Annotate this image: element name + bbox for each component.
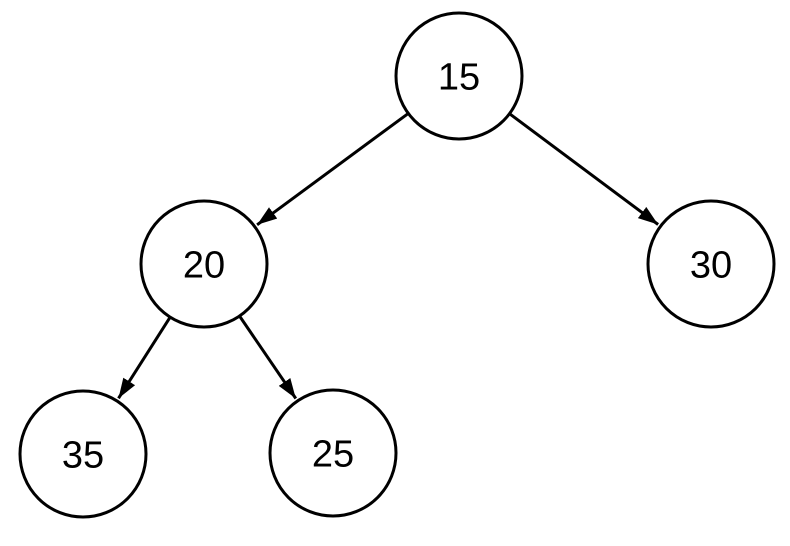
tree-node-20: 20: [139, 199, 269, 329]
tree-node-circle-30: [646, 199, 776, 329]
tree-node-label-20: 20: [183, 245, 225, 287]
tree-node-label-30: 30: [690, 245, 732, 287]
tree-node-circle-15: [394, 11, 524, 141]
edges-layer: [117, 112, 659, 400]
tree-node-label-15: 15: [438, 57, 480, 99]
tree-node-circle-25: [268, 388, 398, 518]
tree-edge-15-20: [256, 112, 410, 227]
tree-edge-20-35: [117, 316, 172, 400]
tree-edge-20-25: [238, 315, 298, 400]
tree-node-25: 25: [268, 388, 398, 518]
tree-node-30: 30: [646, 199, 776, 329]
tree-node-label-35: 35: [62, 435, 104, 477]
nodes-layer: 15 20 30 35 25: [18, 11, 776, 519]
tree-node-15: 15: [394, 11, 524, 141]
tree-node-label-25: 25: [312, 434, 354, 476]
tree-edge-15-30: [508, 112, 659, 226]
tree-node-35: 35: [18, 389, 148, 519]
tree-node-circle-35: [18, 389, 148, 519]
tree-node-circle-20: [139, 199, 269, 329]
